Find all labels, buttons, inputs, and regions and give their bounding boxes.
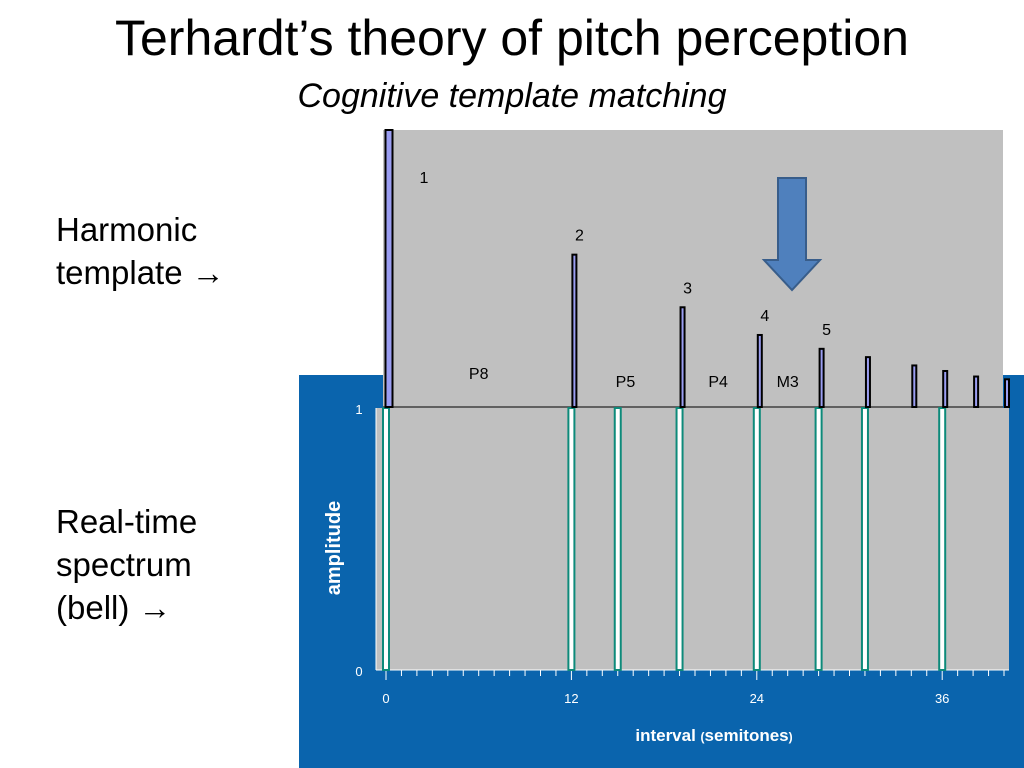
harmonic-template-label-line2: template → (56, 254, 225, 291)
x-tick-label: 12 (564, 691, 578, 706)
x-minor-ticks (385, 670, 1005, 680)
x-tick-label: 36 (935, 691, 949, 706)
spectrum-label-line2: spectrum (56, 546, 192, 583)
page-title: Terhardt’s theory of pitch perception (115, 10, 909, 66)
spectrum-label: Real-time spectrum (bell) → (56, 500, 197, 629)
template-bars (384, 129, 1010, 409)
template-bar (384, 129, 394, 408)
template-bar (1004, 378, 1010, 408)
harmonic-label: 4 (760, 308, 769, 325)
template-bar (911, 364, 918, 409)
interval-label: P5 (616, 374, 636, 391)
y-axis-title: amplitude (323, 501, 345, 595)
template-bar (571, 253, 578, 408)
spectrum-bars (382, 407, 947, 671)
template-bar (942, 369, 949, 408)
spectrum-bar (613, 407, 622, 671)
x-axis-title-paren-open: ( (701, 730, 705, 744)
x-axis-title: interval (semitones) (635, 726, 792, 745)
page-subtitle: Cognitive template matching (297, 77, 727, 115)
spectrum-bar (814, 407, 823, 671)
interval-label: M3 (777, 374, 799, 391)
harmonic-template-label: Harmonic template → (56, 208, 225, 294)
harmonic-template-label-line1: Harmonic (56, 211, 198, 248)
spectrum-bar (675, 407, 684, 671)
spectrum-plot-area (376, 408, 1009, 670)
x-axis-title-paren-close: ) (789, 730, 793, 744)
template-bar (818, 347, 825, 408)
harmonic-label: 3 (683, 280, 692, 297)
x-axis-title-main: interval (635, 726, 700, 745)
template-bar (679, 306, 686, 408)
template-bar (973, 375, 980, 408)
spectrum-label-line3: (bell) → (56, 589, 172, 626)
harmonic-label: 5 (822, 322, 831, 339)
interval-label: P4 (708, 374, 728, 391)
spectrum-bar (382, 407, 390, 671)
interval-label: P8 (469, 366, 489, 383)
template-bar (756, 333, 763, 409)
harmonic-labels: 1 2 3 4 5 (420, 170, 832, 339)
interval-labels: P8 P5 P4 M3 (469, 366, 799, 391)
template-bar (864, 356, 871, 409)
down-arrow-icon (761, 177, 823, 292)
y-tick-label-1: 1 (355, 402, 362, 417)
spectrum-label-line1: Real-time (56, 503, 198, 540)
harmonic-label: 2 (575, 228, 584, 245)
spectrum-bar (752, 407, 761, 671)
x-axis-title-unit: semitones (705, 726, 789, 745)
spectrum-bar (938, 407, 947, 671)
x-tick-label: 0 (382, 691, 389, 706)
harmonic-label: 1 (420, 170, 429, 187)
x-tick-label: 24 (750, 691, 764, 706)
template-plot-area (383, 130, 1003, 408)
y-tick-label-0: 0 (355, 664, 362, 679)
spectrum-bar (860, 407, 869, 671)
spectrum-bar (567, 407, 576, 671)
x-tick-labels: 0 12 24 36 (382, 691, 949, 706)
